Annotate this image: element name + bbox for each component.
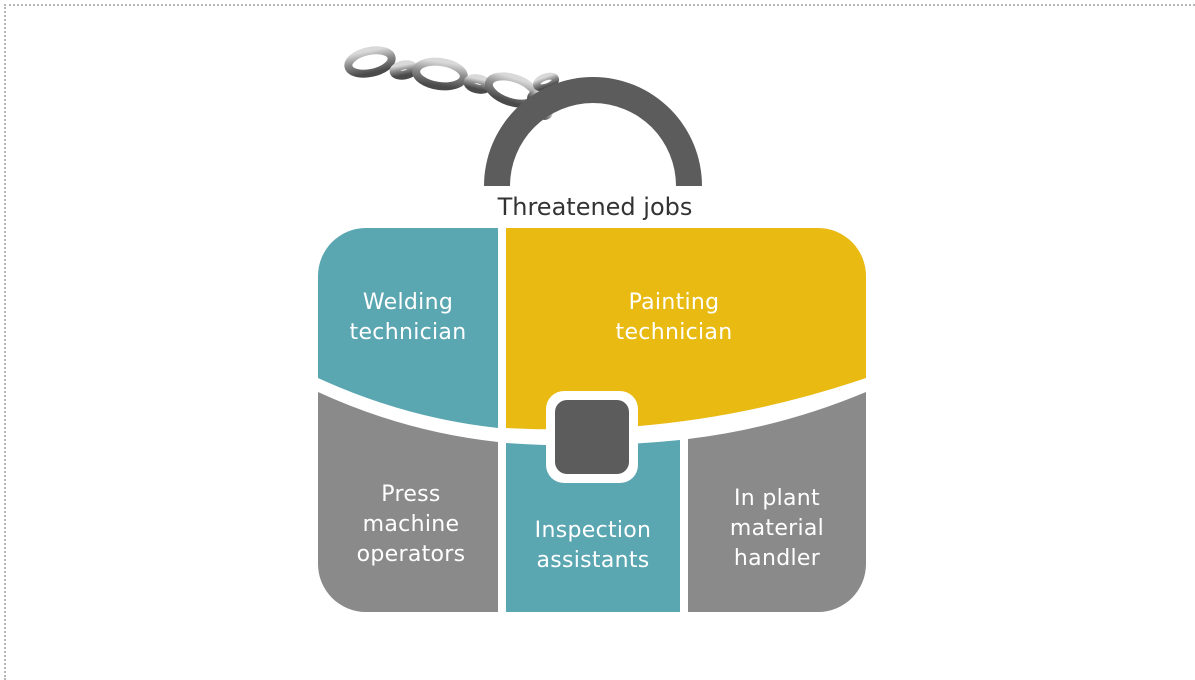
label-press-line: machine xyxy=(362,512,460,537)
label-painting: Painting technician xyxy=(584,288,764,348)
briefcase-handle-icon xyxy=(484,77,702,186)
label-press: Press machine operators xyxy=(318,480,504,570)
dotted-border-top xyxy=(4,4,1195,6)
label-inspection-line: Inspection xyxy=(534,518,652,543)
dotted-border-left xyxy=(4,4,6,680)
label-inspection: Inspection assistants xyxy=(506,516,680,576)
label-handler-line: handler xyxy=(733,546,821,571)
label-welding-line: Welding xyxy=(362,290,454,315)
label-press-line: Press xyxy=(381,482,441,507)
diagram-title: Threatened jobs xyxy=(497,193,693,221)
label-welding-line: technician xyxy=(349,320,467,345)
label-inspection-line: assistants xyxy=(536,548,650,573)
section-handler xyxy=(688,392,866,612)
section-inspection xyxy=(506,440,680,612)
label-handler-line: In plant xyxy=(734,486,820,511)
section-welding xyxy=(318,228,498,428)
label-handler-line: material xyxy=(729,516,825,541)
briefcase-clasp-icon xyxy=(546,391,638,483)
section-press xyxy=(318,392,498,612)
label-welding: Welding technician xyxy=(318,288,498,348)
label-handler: In plant material handler xyxy=(688,484,866,574)
section-painting xyxy=(506,228,866,430)
label-painting-line: Painting xyxy=(628,290,720,315)
label-press-line: operators xyxy=(356,542,466,567)
label-painting-line: technician xyxy=(615,320,733,345)
